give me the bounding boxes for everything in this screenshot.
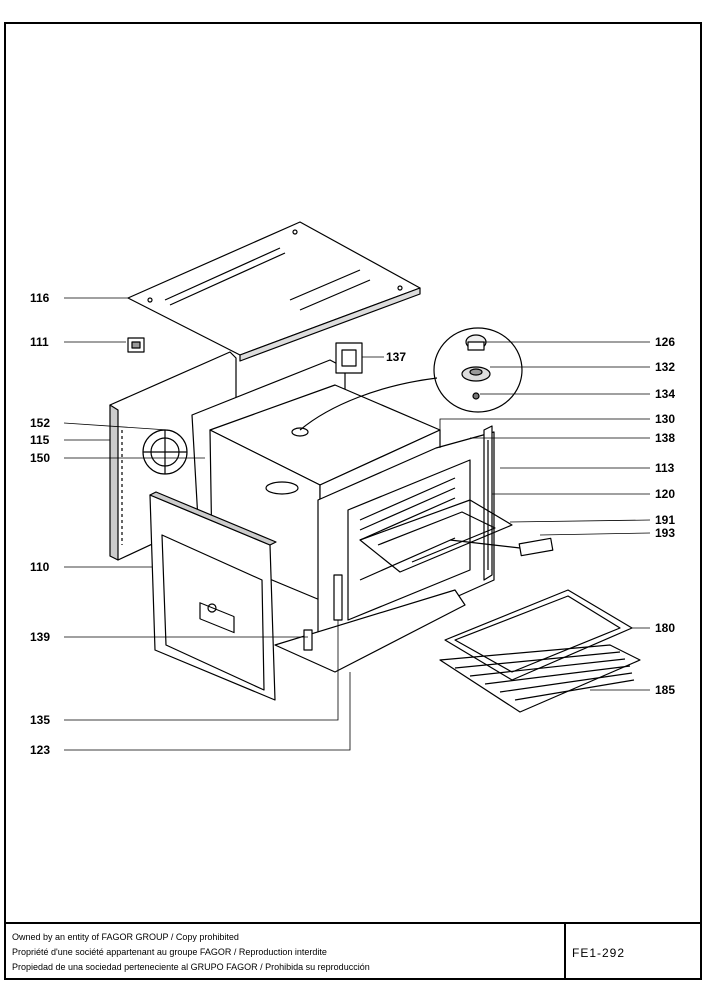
callout-134: 134 (655, 387, 676, 401)
callout-137: 137 (386, 350, 407, 364)
callout-150: 150 (30, 451, 51, 465)
grill-element-191 (359, 499, 513, 573)
title-block-divider (564, 924, 566, 980)
callout-193: 193 (655, 526, 676, 540)
probe-193 (449, 537, 554, 557)
callout-110: 110 (30, 560, 50, 574)
fan-cover (142, 429, 188, 475)
callout-130: 130 (655, 412, 676, 426)
callout-191: 191 (655, 513, 676, 527)
wire-shelf-185 (439, 644, 641, 713)
callout-126: 126 (655, 335, 676, 349)
callout-185: 185 (655, 683, 676, 697)
notice-french: Propriété d'une société appartenant au g… (12, 947, 327, 957)
leader-lines (63, 297, 651, 751)
notice-spanish: Propiedad de una sociedad perteneciente … (12, 962, 370, 972)
ownership-notice: Owned by an entity of FAGOR GROUP / Copy… (12, 930, 562, 975)
title-block: Owned by an entity of FAGOR GROUP / Copy… (4, 922, 702, 980)
side-rail-120 (483, 425, 493, 581)
callout-123: 123 (30, 743, 51, 757)
callout-120: 120 (655, 487, 676, 501)
bracket-137 (335, 342, 363, 374)
drawing-code: FE1-292 (572, 946, 626, 960)
front-door-110 (149, 491, 277, 701)
front-frame (317, 431, 495, 641)
bottom-panel (274, 589, 466, 673)
callout-111: 111 (30, 335, 49, 349)
clip-111 (127, 337, 145, 353)
callout-132: 132 (655, 360, 676, 374)
callout-116: 116 (30, 291, 50, 305)
callout-139: 139 (30, 630, 51, 644)
lamp-assembly-inset (299, 327, 523, 431)
callout-152: 152 (30, 416, 51, 430)
callout-113: 113 (655, 461, 675, 475)
callout-180: 180 (655, 621, 676, 635)
callout-115: 115 (30, 433, 50, 447)
notice-english: Owned by an entity of FAGOR GROUP / Copy… (12, 932, 239, 942)
exploded-view-drawing (63, 221, 651, 751)
callout-138: 138 (655, 431, 676, 445)
callout-135: 135 (30, 713, 51, 727)
top-cover-panel (127, 221, 421, 362)
